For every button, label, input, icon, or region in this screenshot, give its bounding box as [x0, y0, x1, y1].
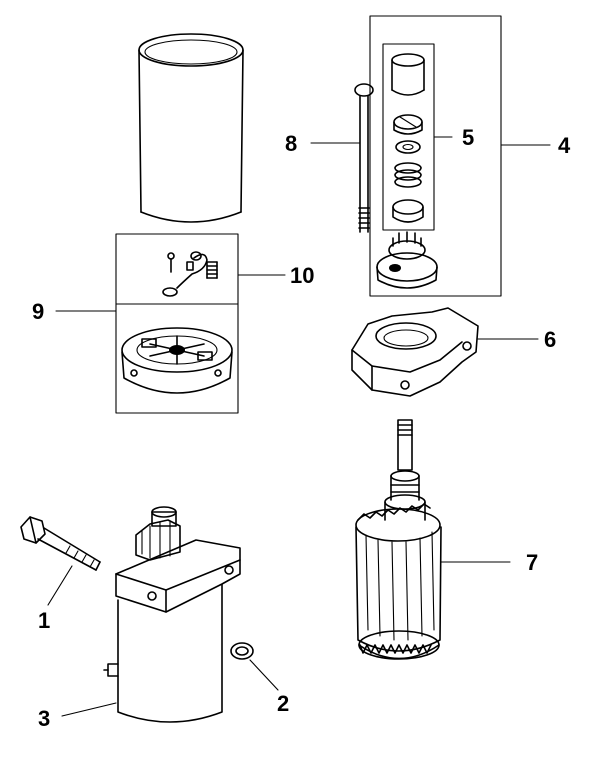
drive-end-bracket-part	[351, 307, 479, 397]
callout-4: 4	[558, 133, 571, 158]
starter-motor-assembly-part	[103, 506, 241, 723]
callout-10: 10	[290, 263, 314, 288]
callout-8: 8	[285, 131, 297, 156]
callout-2: 2	[277, 691, 289, 716]
washer-part	[230, 642, 254, 660]
callout-7: 7	[526, 550, 538, 575]
brush-kit-box	[115, 233, 239, 305]
end-cap-kit-box	[115, 303, 239, 414]
shaft-bolt-part	[354, 83, 374, 233]
armature-part	[355, 419, 442, 660]
callout-3: 3	[38, 706, 50, 731]
callout-labels: 1 2 3 4 5 6 7 8 9 10	[32, 125, 571, 731]
callout-1: 1	[38, 608, 50, 633]
callout-9: 9	[32, 299, 44, 324]
drive-assembly-kit-box	[369, 15, 502, 297]
leader-lines	[47, 136, 551, 717]
through-bolt-part	[20, 516, 101, 571]
housing-tube-part	[138, 33, 244, 223]
callout-6: 6	[544, 327, 556, 352]
callout-5: 5	[462, 125, 474, 150]
